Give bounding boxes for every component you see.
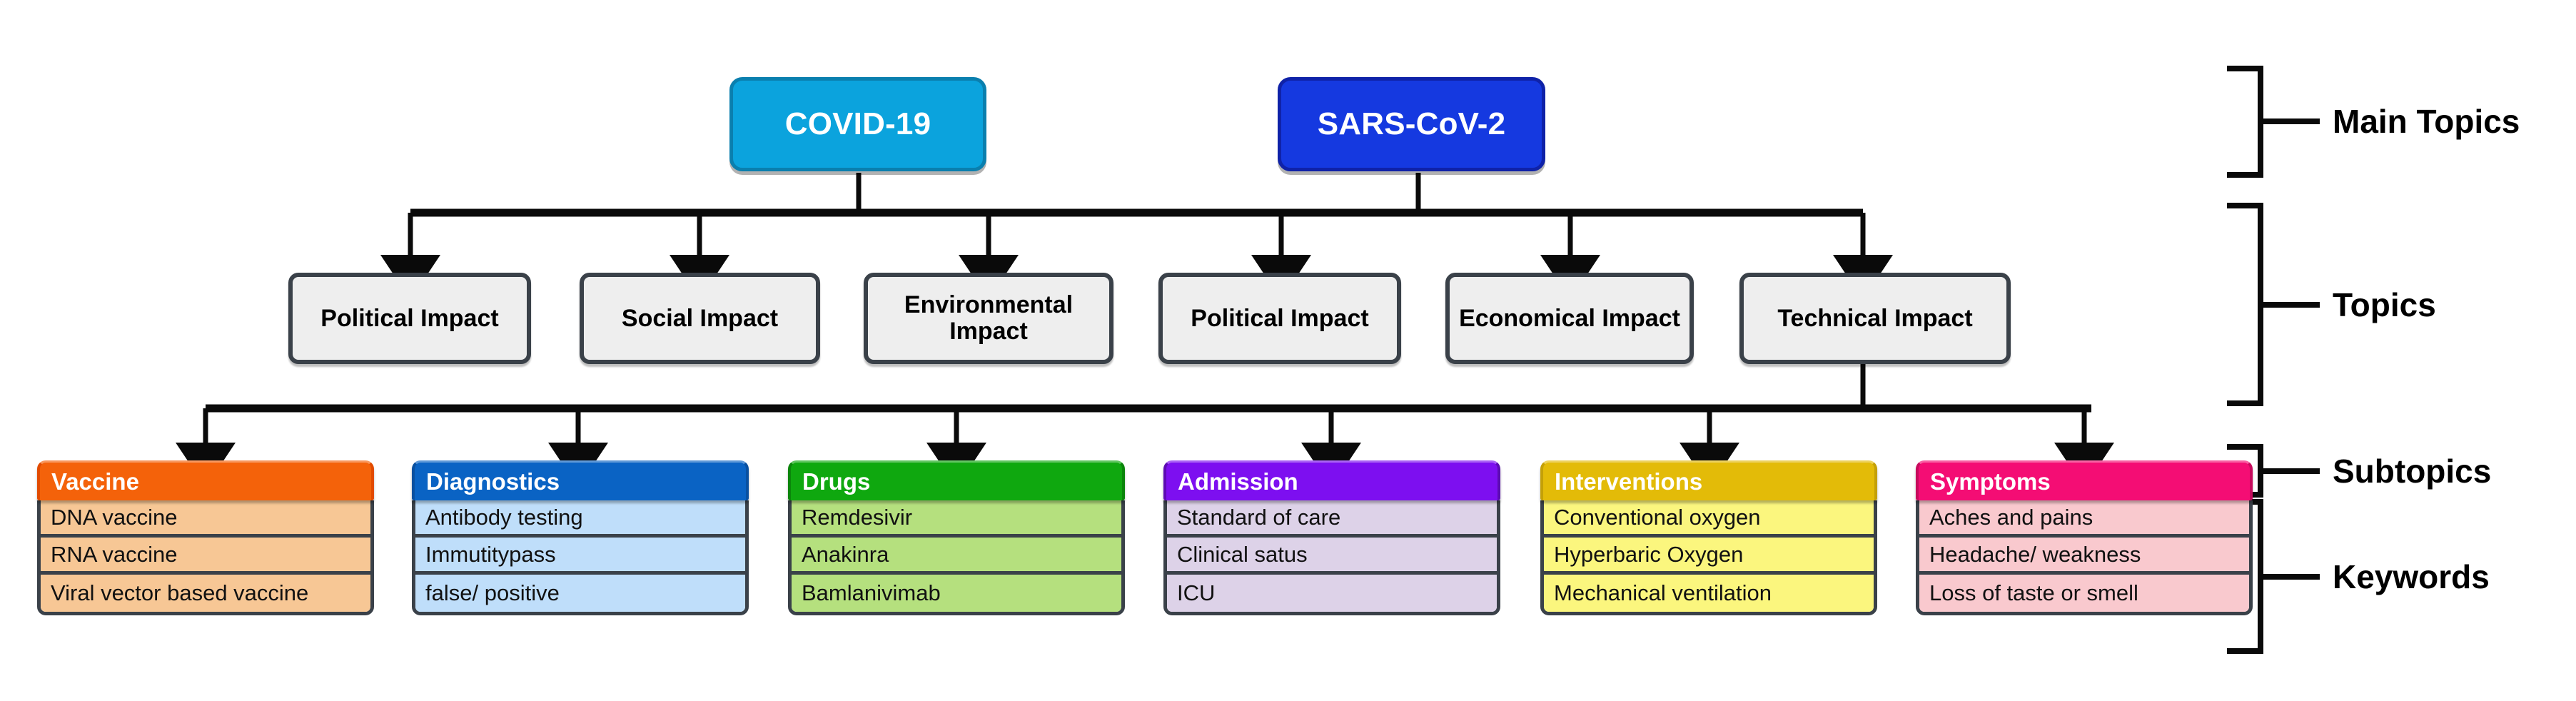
topic-social-impact[interactable]: Social Impact [580, 273, 820, 364]
subtopic-column-symptoms: Symptoms Aches and pains Headache/ weakn… [1916, 460, 2253, 615]
topic-label: Environmental Impact [904, 291, 1074, 345]
keyword-label: Conventional oxygen [1554, 504, 1761, 530]
subtopic-column-diagnostics: Diagnostics Antibody testing Immutitypas… [412, 460, 749, 615]
subtopic-label: Admission [1178, 468, 1298, 495]
subtopic-column-vaccine: Vaccine DNA vaccine RNA vaccine Viral ve… [37, 460, 374, 615]
keyword-label: Anakinra [802, 541, 889, 567]
keyword-label: Clinical satus [1177, 541, 1308, 567]
keyword-cell[interactable]: Headache/ weakness [1919, 538, 2249, 575]
level-label-text: Main Topics [2333, 103, 2520, 140]
main-topic-label: SARS-CoV-2 [1317, 106, 1506, 142]
keyword-label: Loss of taste or smell [1929, 580, 2138, 605]
keyword-label: Remdesivir [802, 504, 913, 530]
keyword-list-vaccine: DNA vaccine RNA vaccine Viral vector bas… [37, 500, 374, 615]
topic-label: Political Impact [1191, 304, 1369, 332]
keyword-cell[interactable]: ICU [1167, 575, 1497, 612]
subtopic-label: Drugs [802, 468, 871, 495]
topic-label: Political Impact [320, 304, 499, 332]
subtopic-header-symptoms[interactable]: Symptoms [1916, 460, 2253, 500]
level-label-subtopics: Subtopics [2333, 452, 2491, 490]
keyword-label: ICU [1177, 580, 1216, 605]
keyword-cell[interactable]: Aches and pains [1919, 500, 2249, 538]
level-label-text: Keywords [2333, 558, 2490, 595]
keyword-list-symptoms: Aches and pains Headache/ weakness Loss … [1916, 500, 2253, 615]
subtopic-label: Interventions [1555, 468, 1703, 495]
subtopic-header-interventions[interactable]: Interventions [1540, 460, 1877, 500]
keyword-cell[interactable]: Conventional oxygen [1544, 500, 1874, 538]
level-label-keywords: Keywords [2333, 558, 2490, 596]
keyword-label: Antibody testing [425, 504, 583, 530]
subtopic-label: Vaccine [51, 468, 139, 495]
keyword-list-admission: Standard of care Clinical satus ICU [1163, 500, 1500, 615]
level-label-text: Topics [2333, 286, 2436, 323]
keyword-label: DNA vaccine [51, 504, 178, 530]
keyword-cell[interactable]: Immutitypass [415, 538, 745, 575]
keyword-cell[interactable]: Standard of care [1167, 500, 1497, 538]
subtopic-header-drugs[interactable]: Drugs [788, 460, 1125, 500]
subtopic-header-admission[interactable]: Admission [1163, 460, 1500, 500]
level-label-text: Subtopics [2333, 453, 2492, 490]
keyword-list-diagnostics: Antibody testing Immutitypass false/ pos… [412, 500, 749, 615]
subtopic-column-drugs: Drugs Remdesivir Anakinra Bamlanivimab [788, 460, 1125, 615]
topic-label: Economical Impact [1459, 304, 1680, 332]
keyword-cell[interactable]: Hyperbaric Oxygen [1544, 538, 1874, 575]
keyword-cell[interactable]: Loss of taste or smell [1919, 575, 2249, 612]
main-topic-label: COVID-19 [784, 106, 931, 142]
keyword-cell[interactable]: DNA vaccine [41, 500, 370, 538]
keyword-cell[interactable]: Bamlanivimab [792, 575, 1121, 612]
subtopic-label: Symptoms [1930, 468, 2051, 495]
keyword-cell[interactable]: RNA vaccine [41, 538, 370, 575]
main-topic-covid-19[interactable]: COVID-19 [729, 77, 986, 171]
topic-economical-impact[interactable]: Economical Impact [1445, 273, 1694, 364]
keyword-label: false/ positive [425, 580, 560, 605]
keyword-label: Mechanical ventilation [1554, 580, 1772, 605]
keyword-list-drugs: Remdesivir Anakinra Bamlanivimab [788, 500, 1125, 615]
topic-label: Technical Impact [1777, 304, 1973, 332]
subtopic-column-admission: Admission Standard of care Clinical satu… [1163, 460, 1500, 615]
subtopic-label: Diagnostics [426, 468, 560, 495]
keyword-cell[interactable]: Remdesivir [792, 500, 1121, 538]
keyword-label: Headache/ weakness [1929, 541, 2141, 567]
topic-political-impact-covid[interactable]: Political Impact [288, 273, 531, 364]
topic-technical-impact[interactable]: Technical Impact [1739, 273, 2011, 364]
subtopic-header-diagnostics[interactable]: Diagnostics [412, 460, 749, 500]
keyword-label: Immutitypass [425, 541, 556, 567]
keyword-label: Hyperbaric Oxygen [1554, 541, 1744, 567]
keyword-label: Viral vector based vaccine [51, 580, 309, 605]
keyword-cell[interactable]: Anakinra [792, 538, 1121, 575]
keyword-list-interventions: Conventional oxygen Hyperbaric Oxygen Me… [1540, 500, 1877, 615]
keyword-cell[interactable]: Viral vector based vaccine [41, 575, 370, 612]
level-label-topics: Topics [2333, 286, 2436, 324]
main-topic-sars-cov-2[interactable]: SARS-CoV-2 [1278, 77, 1545, 171]
keyword-label: Bamlanivimab [802, 580, 941, 605]
subtopic-header-vaccine[interactable]: Vaccine [37, 460, 374, 500]
keyword-cell[interactable]: false/ positive [415, 575, 745, 612]
topic-label: Social Impact [621, 304, 779, 332]
keyword-label: Standard of care [1177, 504, 1341, 530]
keyword-label: Aches and pains [1929, 504, 2093, 530]
keyword-cell[interactable]: Clinical satus [1167, 538, 1497, 575]
topic-environmental-impact[interactable]: Environmental Impact [864, 273, 1113, 364]
level-label-main-topics: Main Topics [2333, 102, 2520, 141]
keyword-label: RNA vaccine [51, 541, 178, 567]
topic-political-impact-sars[interactable]: Political Impact [1158, 273, 1401, 364]
keyword-cell[interactable]: Mechanical ventilation [1544, 575, 1874, 612]
subtopic-column-interventions: Interventions Conventional oxygen Hyperb… [1540, 460, 1877, 615]
keyword-cell[interactable]: Antibody testing [415, 500, 745, 538]
